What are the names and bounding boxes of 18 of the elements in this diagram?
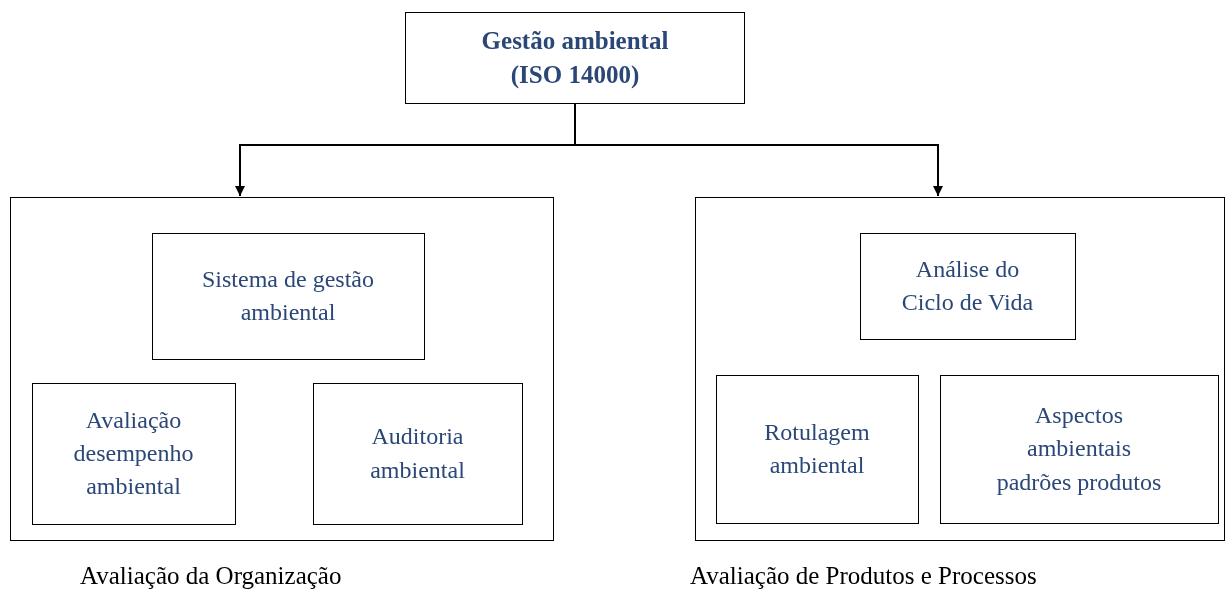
- box-label: Avaliação desempenho ambiental: [72, 405, 195, 502]
- text-box: [312, 382, 523, 525]
- text-box: [151, 232, 425, 360]
- group-box: [695, 197, 1225, 541]
- box-label: Gestão ambiental (ISO 14000): [480, 25, 670, 90]
- box-label: Aspectos ambientais padrões produtos: [995, 401, 1163, 497]
- box-label: Auditoria ambiental: [369, 422, 466, 485]
- text-box: [939, 374, 1219, 524]
- text-box: [715, 374, 919, 524]
- group-caption: Avaliação da Organização: [80, 562, 342, 590]
- text-box: [31, 382, 236, 525]
- box-label: Rotulagem ambiental: [763, 417, 871, 480]
- box-label: Sistema de gestão ambiental: [201, 264, 375, 327]
- group-caption: Avaliação de Produtos e Processos: [690, 562, 1037, 590]
- text-box: [405, 12, 745, 104]
- text-box: [859, 232, 1076, 340]
- group-box: [10, 197, 554, 541]
- box-label: Análise do Ciclo de Vida: [900, 254, 1035, 317]
